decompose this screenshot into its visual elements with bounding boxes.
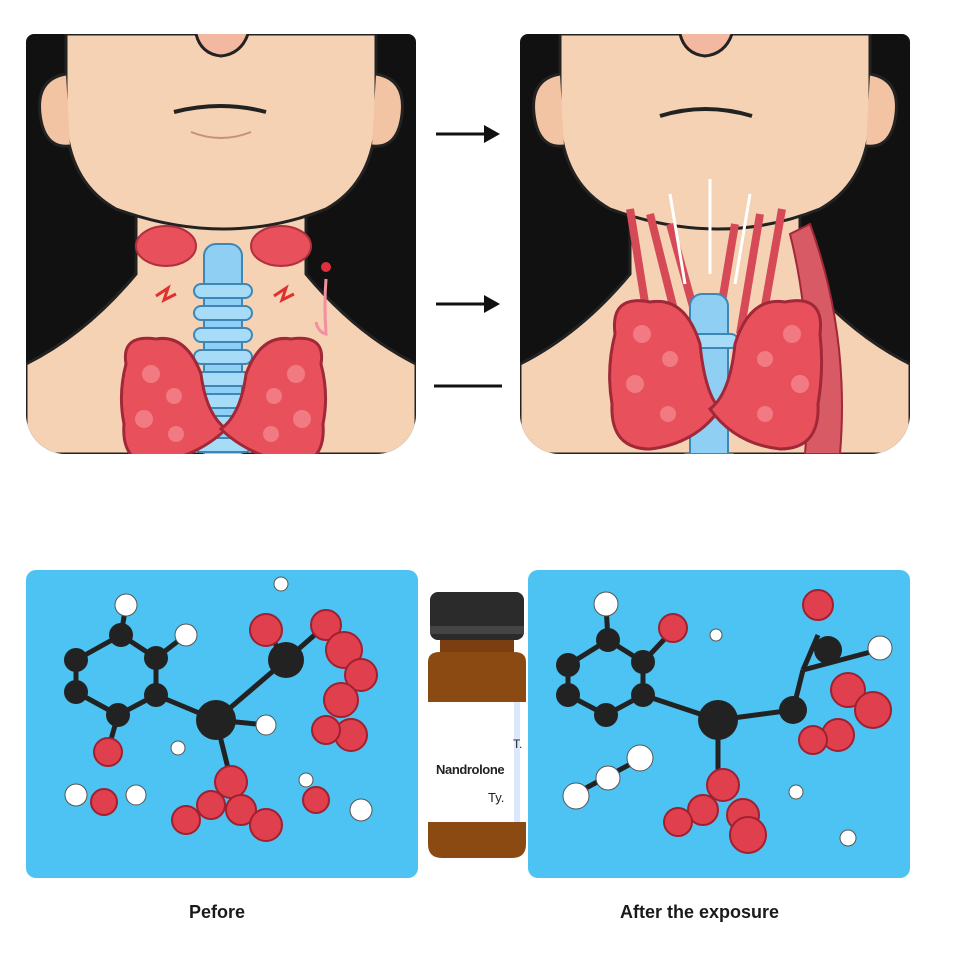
nandrolone-vial-icon bbox=[428, 592, 526, 858]
molecule-before-panel bbox=[26, 570, 418, 878]
arrow-right-icon bbox=[436, 125, 500, 143]
molecule-after-panel bbox=[528, 570, 910, 878]
caption-after: After the exposure bbox=[620, 902, 780, 922]
caption-before: Pefore bbox=[189, 902, 246, 922]
vial-label-name: Nandrolone bbox=[436, 762, 505, 777]
neck-before-illustration bbox=[26, 34, 416, 454]
vial-label-top: T. bbox=[513, 737, 523, 751]
neck-after-illustration bbox=[520, 34, 910, 454]
dash-line-icon bbox=[434, 384, 502, 388]
arrow-right-icon bbox=[436, 295, 500, 313]
vial-label-bottom: Ty. bbox=[488, 790, 505, 805]
